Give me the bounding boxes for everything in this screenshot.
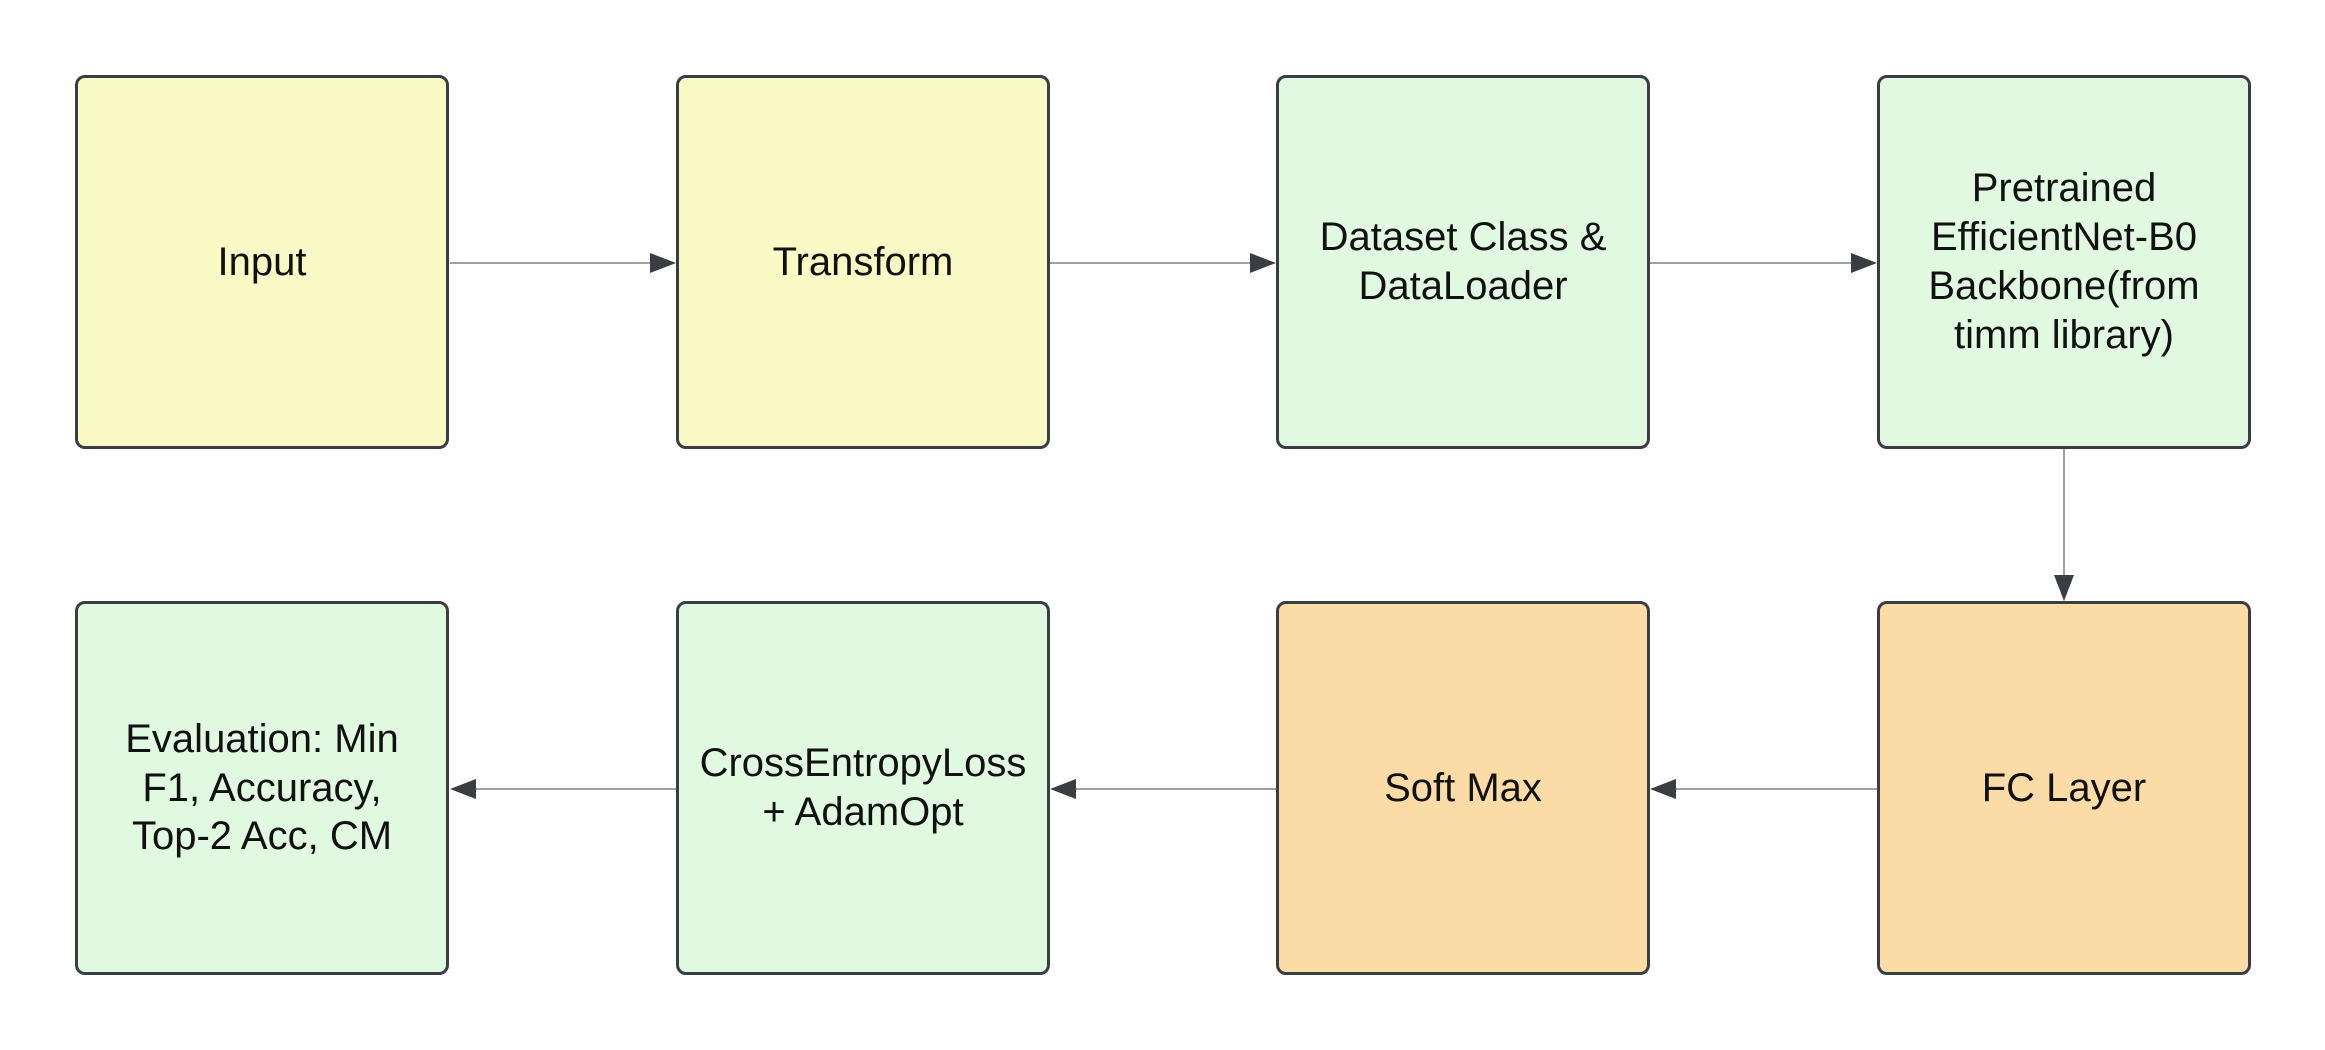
node-fc-label: FC Layer: [1981, 765, 2147, 810]
node-transform-label: Transform: [772, 239, 954, 284]
node-loss-optimizer[interactable]: CrossEntropyLoss + AdamOpt: [676, 601, 1050, 975]
node-fc-layer[interactable]: FC Layer: [1877, 601, 2251, 975]
edge-fc-softmax: [1650, 779, 1877, 799]
node-eval-label: Evaluation: Min F1, Accuracy, Top-2 Acc,…: [125, 716, 399, 859]
node-input[interactable]: Input: [75, 75, 449, 449]
node-dataset-dataloader[interactable]: Dataset Class & DataLoader: [1276, 75, 1650, 449]
node-input-label: Input: [217, 239, 307, 284]
edge-transform-dataset: [1050, 253, 1276, 273]
edge-dataset-backbone: [1650, 253, 1877, 273]
edge-backbone-fc: [2054, 449, 2074, 601]
edge-softmax-loss: [1050, 779, 1276, 799]
node-backbone[interactable]: Pretrained EfficientNet-B0 Backbone(from…: [1877, 75, 2251, 449]
node-evaluation[interactable]: Evaluation: Min F1, Accuracy, Top-2 Acc,…: [75, 601, 449, 975]
node-transform[interactable]: Transform: [676, 75, 1050, 449]
node-backbone-label: Pretrained EfficientNet-B0 Backbone(from…: [1928, 166, 2200, 357]
edge-loss-eval: [450, 779, 676, 799]
edge-input-transform: [450, 253, 676, 273]
node-softmax[interactable]: Soft Max: [1276, 601, 1650, 975]
node-loss-label: CrossEntropyLoss + AdamOpt: [699, 741, 1027, 834]
node-dataset-label: Dataset Class & DataLoader: [1319, 215, 1607, 308]
node-softmax-label: Soft Max: [1384, 765, 1542, 810]
